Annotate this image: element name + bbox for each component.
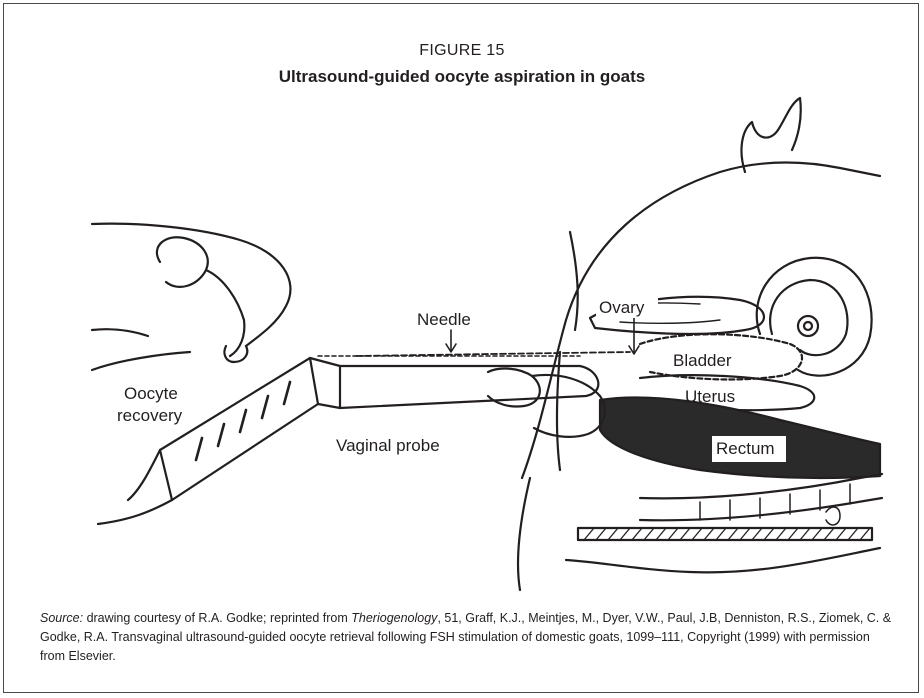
- label-uterus: Uterus: [685, 387, 735, 406]
- label-oocyte-recovery-line2: recovery: [117, 406, 183, 425]
- uterine-horn: [757, 258, 872, 376]
- supporting-hand: [488, 369, 605, 437]
- label-oocyte-recovery-line1: Oocyte: [124, 384, 178, 403]
- label-needle: Needle: [417, 310, 471, 329]
- goat-body-outline: [518, 98, 880, 590]
- caption-source-label: Source:: [40, 611, 83, 625]
- table-hatch: [578, 528, 872, 540]
- label-vaginal-probe: Vaginal probe: [336, 436, 440, 455]
- caption-text-a: drawing courtesy of R.A. Godke; reprinte…: [83, 611, 351, 625]
- figure-caption: Source: drawing courtesy of R.A. Godke; …: [40, 609, 892, 666]
- label-rectum: Rectum: [716, 439, 775, 458]
- label-ovary: Ovary: [599, 298, 645, 317]
- spine-outline: [640, 474, 882, 525]
- label-arrows: [446, 316, 639, 354]
- oocyte-recovery-device: [92, 352, 318, 524]
- caption-journal: Theriogenology: [351, 611, 437, 625]
- operator-hand: [92, 224, 290, 362]
- label-bladder: Bladder: [673, 351, 732, 370]
